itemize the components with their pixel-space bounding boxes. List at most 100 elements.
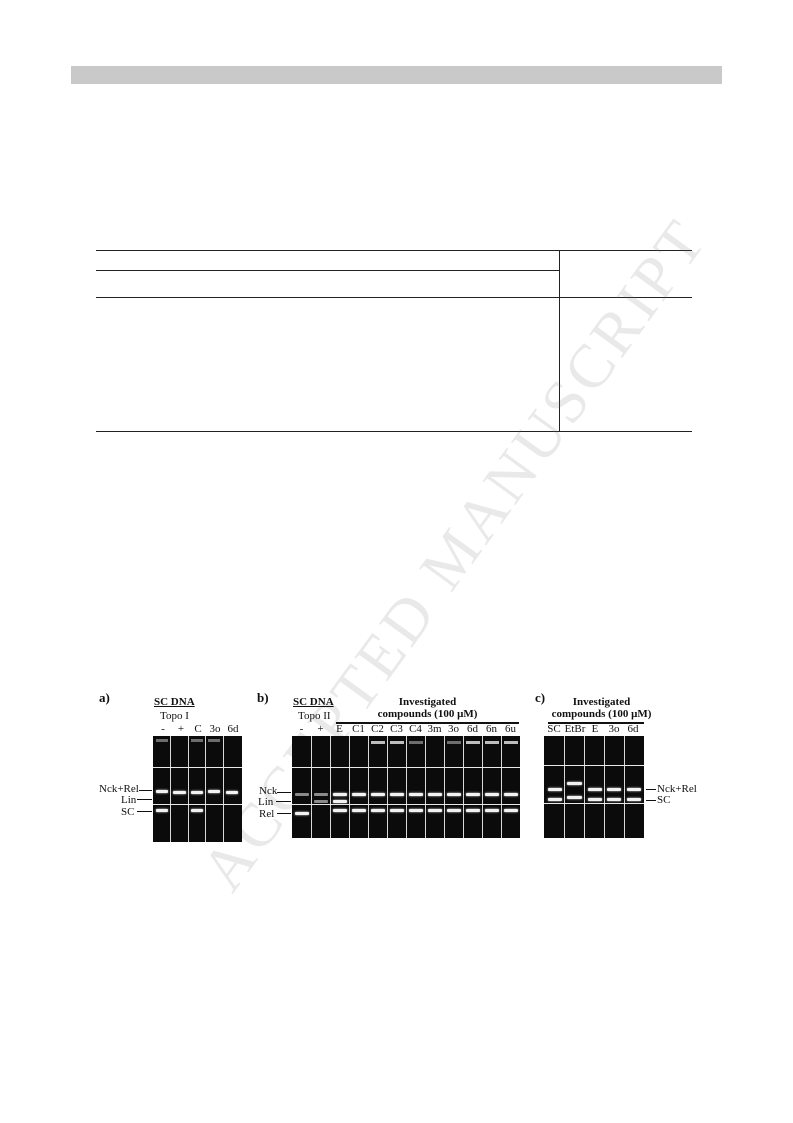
lane-label: 6u [505,723,516,735]
lane-label: EtBr [564,723,586,735]
panel-b-enzyme: Topo II [298,710,331,722]
lane-label: E [336,723,343,735]
gel-band [173,791,186,794]
panel-b-title: SC DNA [293,696,334,708]
marker-label: SC [121,806,135,818]
gel-band [548,788,562,791]
gel-band [627,798,641,801]
gel-band [390,793,404,796]
marker-arrow [139,790,152,791]
gel-band [333,800,347,803]
lane-label: C2 [371,723,384,735]
gel-image [153,736,242,842]
table-column-divider [559,250,560,432]
lane-label: 6d [467,723,478,735]
marker-arrow [137,799,152,800]
gel-band [428,793,442,796]
panel-c-letter: c) [535,690,546,705]
lane-label: C1 [352,723,365,735]
gel-band [466,809,480,812]
gel-band [447,809,461,812]
marker-label: Nck [259,785,278,797]
gel-band [466,793,480,796]
gel-band [333,809,347,812]
lane-label: 6n [486,723,497,735]
gel-band [371,809,385,812]
marker-label: Nck+Rel [657,783,697,795]
lane-label: C4 [409,723,422,735]
marker-arrow [277,792,291,793]
lane-label: SC [547,723,561,735]
gel-band [156,809,168,812]
lane-label: - [161,723,165,735]
gel-band [504,809,518,812]
lane-label: 3m [427,723,442,735]
gel-band [314,800,328,803]
gel-band [371,793,385,796]
marker-label: Rel [259,808,275,820]
gel-band [409,793,423,796]
gel-band [409,809,423,812]
lane-label: + [177,723,185,735]
marker-label: SC [657,794,671,806]
gel-band [295,793,309,796]
lane-label: 3o [448,723,459,735]
table-top-rule [96,250,692,251]
gel-band [352,793,366,796]
gel-band [428,809,442,812]
marker-arrow [646,800,656,801]
marker-arrow [646,789,656,790]
gel-band [390,809,404,812]
table-bottom-rule [96,431,692,432]
marker-label: Lin [121,794,137,806]
lane-label: 3o [209,723,221,735]
panel-c-group-title: Investigated [572,696,631,708]
lane-label: - [299,723,304,735]
gel-band [504,793,518,796]
header-bar [71,66,722,84]
gel-band [208,790,220,793]
gel-band [333,793,347,796]
panel-b-letter: b) [257,690,269,705]
panel-a-enzyme: Topo I [160,710,189,722]
gel-band [567,796,582,799]
gel-band [156,790,168,793]
gel-band [191,809,203,812]
gel-band [627,788,641,791]
lane-label: 6d [627,723,639,735]
lane-label: C [194,723,202,735]
gel-band [567,782,582,785]
gel-image [292,736,520,838]
marker-arrow [276,801,291,802]
table-header-rule [96,270,560,271]
lane-label: 6d [227,723,239,735]
panel-a-title: SC DNA [154,696,195,708]
panel-b-group-title: compounds (100 μM) [377,708,478,720]
group-rule [336,722,519,724]
lane-label: E [591,723,599,735]
gel-band [588,788,602,791]
gel-band [447,793,461,796]
table-mid-rule [96,297,692,298]
panel-c-group-title: compounds (100 μM) [551,708,652,720]
panel-b-group-title: Investigated [398,696,457,708]
gel-band [607,788,621,791]
marker-arrow [277,813,291,814]
gel-band [226,791,238,794]
gel-band [485,809,499,812]
gel-band [588,798,602,801]
gel-band [607,798,621,801]
lane-label: 3o [608,723,620,735]
gel-band [314,793,328,796]
gel-band [548,798,562,801]
marker-arrow [137,811,152,812]
panel-a-letter: a) [99,690,110,705]
gel-image [544,736,644,838]
gel-band [352,809,366,812]
lane-label: C3 [390,723,403,735]
gel-band [485,793,499,796]
marker-label: Lin [258,796,274,808]
marker-label: Nck+Rel [99,783,139,795]
gel-band [191,791,203,794]
lane-label: + [317,723,324,735]
